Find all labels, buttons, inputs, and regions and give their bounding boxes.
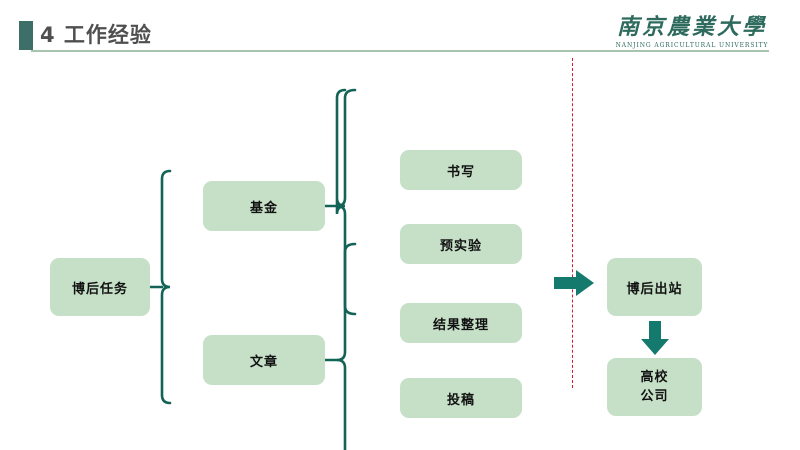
slide-header: 4 工作经验 南京農業大學 NANJING AGRICULTURAL UNIVE… [0, 0, 800, 58]
header-divider-rule [31, 50, 769, 52]
node-destination[interactable]: 高校 公司 [607, 358, 702, 416]
university-logo: 南京農業大學 NANJING AGRICULTURAL UNIVERSITY [612, 14, 772, 49]
node-submission[interactable]: 投稿 [400, 378, 522, 418]
node-preliminary-experiment-label: 预实验 [439, 238, 482, 254]
node-destination-label-line2: 公司 [640, 389, 669, 404]
title-accent-bar [19, 21, 33, 50]
arrow-right-icon [554, 270, 594, 296]
brace-root [148, 169, 172, 405]
diagram-canvas: 博后任务 基金 文章 书写 预实验 结果整理 投稿 博后出站 高校 公司 [0, 58, 800, 450]
node-result-compilation[interactable]: 结果整理 [400, 303, 522, 343]
node-writing[interactable]: 书写 [400, 150, 522, 190]
node-fund[interactable]: 基金 [203, 181, 325, 231]
brace-connectors [148, 88, 357, 450]
node-destination-label-line1: 高校 [640, 370, 669, 385]
arrow-down-icon [641, 321, 669, 355]
node-postdoc-tasks[interactable]: 博后任务 [50, 258, 150, 316]
university-logo-name-cn: 南京農業大學 [616, 14, 767, 40]
node-article-label: 文章 [249, 354, 278, 370]
brace-fund-stem [323, 88, 347, 215]
node-postdoc-exit[interactable]: 博后出站 [607, 258, 702, 316]
university-logo-name-en: NANJING AGRICULTURAL UNIVERSITY [615, 42, 769, 49]
page-title: 4 工作经验 [40, 23, 152, 47]
node-submission-label: 投稿 [446, 392, 475, 408]
node-fund-label: 基金 [249, 200, 278, 216]
node-postdoc-tasks-label: 博后任务 [71, 281, 128, 297]
brace-article [336, 242, 357, 450]
node-writing-label: 书写 [446, 164, 475, 180]
node-result-compilation-label: 结果整理 [432, 317, 489, 333]
node-postdoc-exit-label: 博后出站 [626, 281, 683, 297]
node-preliminary-experiment[interactable]: 预实验 [400, 224, 522, 264]
section-divider-dashed-line [572, 58, 573, 388]
node-article[interactable]: 文章 [203, 335, 325, 385]
